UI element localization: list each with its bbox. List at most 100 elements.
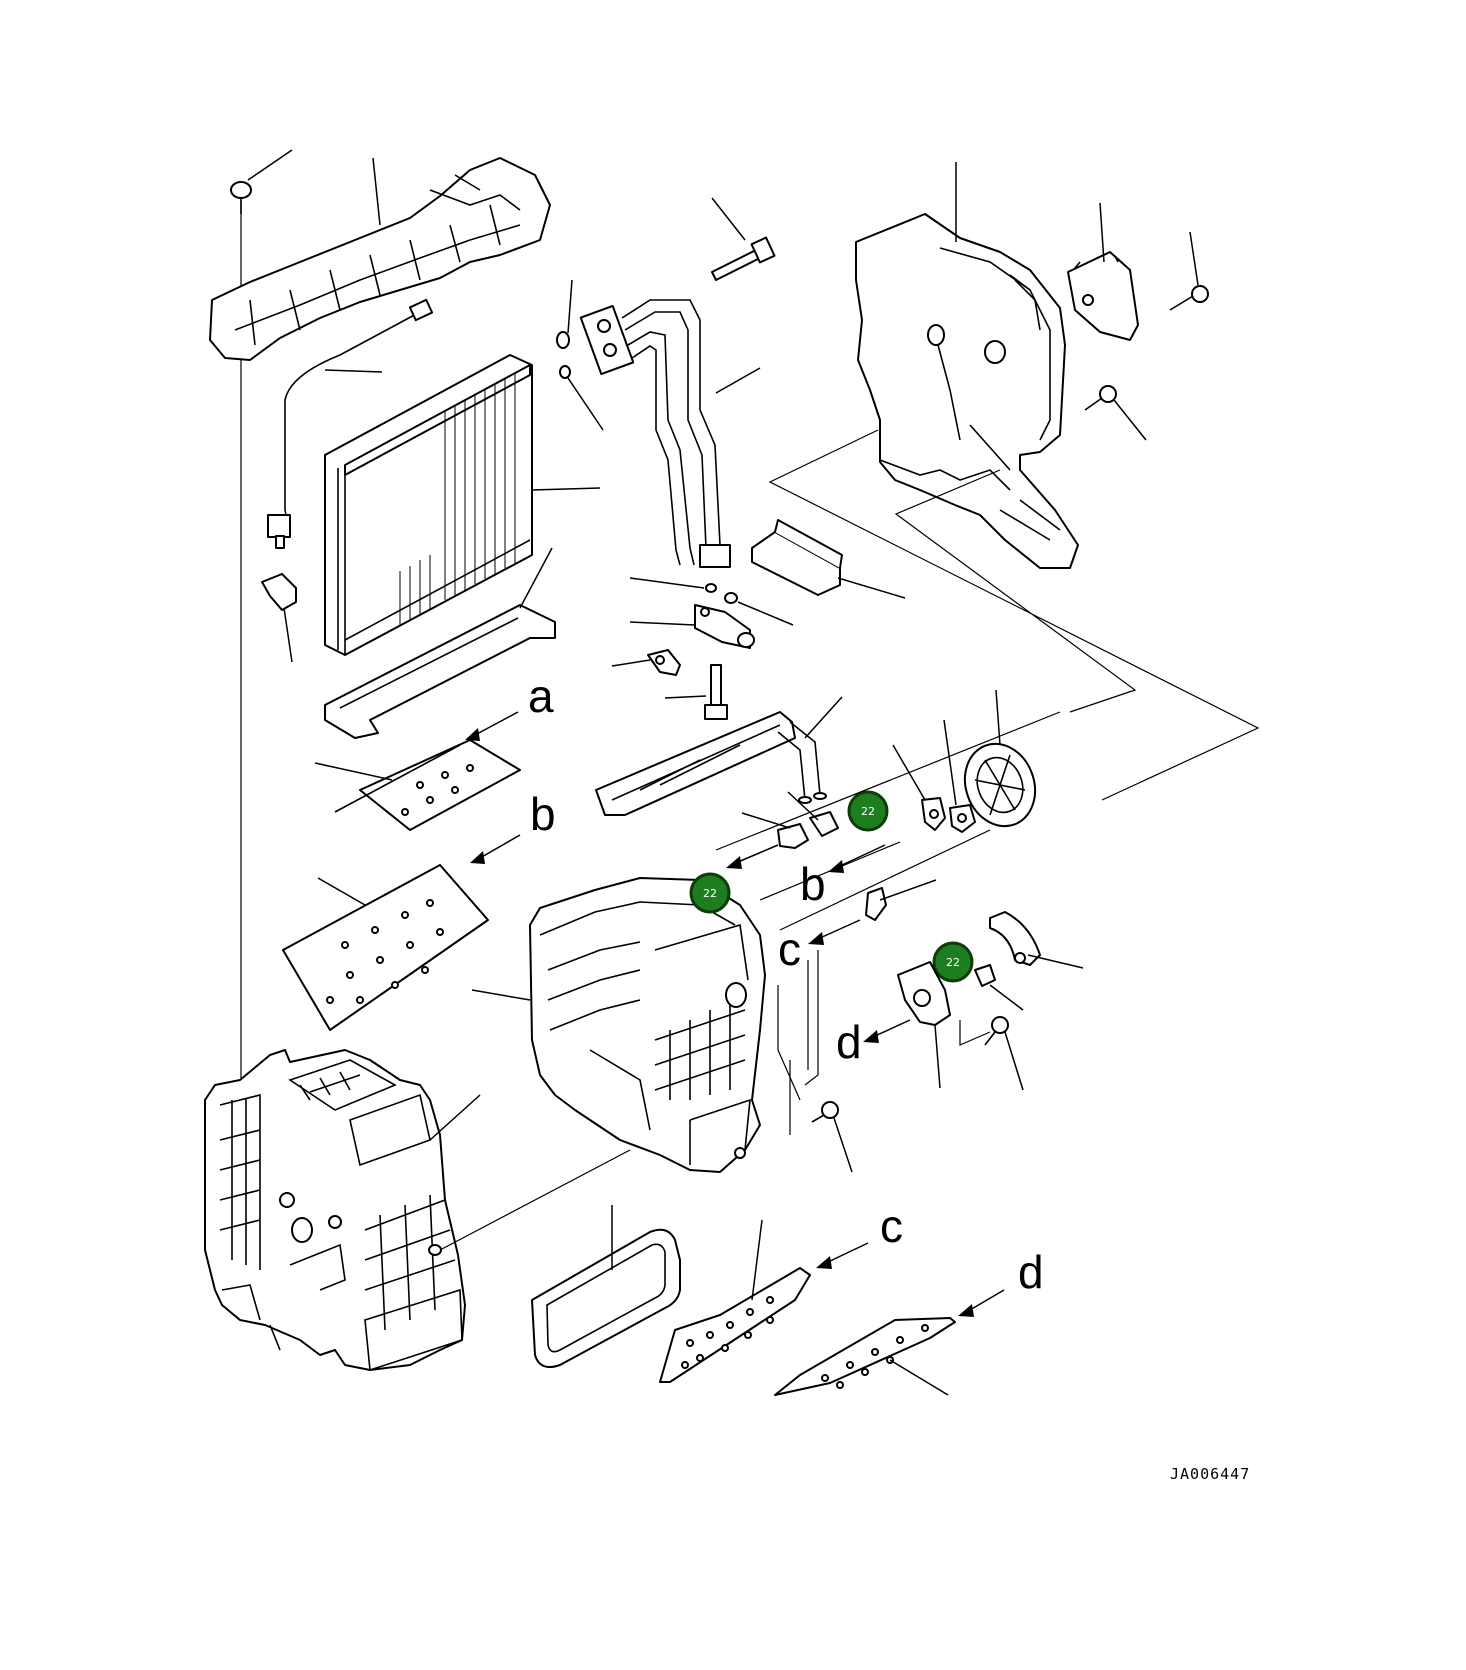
leader-line <box>879 879 937 901</box>
bolt-part <box>704 664 728 720</box>
insulation-foam-block <box>751 519 843 596</box>
screw-icon <box>984 1016 1009 1046</box>
assembly-guide-line <box>777 950 991 1101</box>
mode-damper-sector <box>989 911 1041 966</box>
callout-letter-a: a <box>528 670 554 722</box>
damper-lever <box>949 804 976 833</box>
reference-badge-22: 22 <box>932 941 974 983</box>
drawing-code: JA006447 <box>1170 1465 1250 1483</box>
leader-line <box>751 1219 763 1301</box>
filter-plate-b <box>282 864 489 1031</box>
svg-text:22: 22 <box>946 956 960 969</box>
leader-line <box>711 197 746 241</box>
leader-line <box>429 1094 481 1141</box>
leader-line <box>629 577 705 589</box>
refrigerant-pipe-assembly <box>579 299 731 568</box>
assembly-guide-line <box>439 1149 631 1251</box>
arrow-head <box>470 851 485 864</box>
leader-line <box>889 1359 949 1396</box>
filter-plate-c <box>659 1267 811 1383</box>
leader-line <box>804 696 843 739</box>
leader-line <box>372 157 381 226</box>
callout-letter-d-bottom: d <box>1018 1246 1044 1298</box>
screw-icon <box>1084 385 1117 411</box>
thermistor-sensor-wire <box>267 298 434 549</box>
o-ring-icon <box>724 592 738 604</box>
evaporator-seal <box>324 604 556 739</box>
screw-icon <box>811 1101 839 1123</box>
heater-case-lower <box>529 877 766 1173</box>
clip-part <box>261 573 297 611</box>
leader-line <box>471 989 531 1001</box>
leader-line <box>1099 202 1105 263</box>
callout-letter-b-center: b <box>800 858 826 910</box>
leader-line <box>314 762 393 781</box>
damper-lever <box>865 887 887 921</box>
leader-line <box>1189 231 1199 286</box>
assembly-guide-line <box>768 429 1260 801</box>
callout-letter-c-bottom: c <box>880 1200 903 1252</box>
leader-line <box>611 659 651 667</box>
leader-line <box>567 279 573 334</box>
arrow-line <box>874 1019 911 1037</box>
evaporator-core <box>324 354 533 656</box>
leader-line <box>519 547 553 609</box>
leader-line <box>741 812 791 829</box>
leader-line <box>664 695 707 699</box>
leader-line <box>989 984 1024 1011</box>
bolt-part <box>711 236 776 281</box>
screw-icon <box>1169 285 1209 311</box>
arrow-line <box>474 711 519 736</box>
leader-line <box>567 377 604 431</box>
svg-text:22: 22 <box>861 805 875 818</box>
screw-icon <box>230 181 252 214</box>
reference-badge-22: 22 <box>689 872 731 914</box>
leader-line <box>629 621 696 626</box>
callout-letter-d-center: d <box>836 1016 862 1068</box>
heater-core <box>595 711 827 816</box>
bracket-clip <box>647 649 681 676</box>
leader-line <box>1113 399 1147 441</box>
leader-line <box>837 577 906 599</box>
o-ring-icon <box>559 365 571 379</box>
assembly-guide-line <box>715 711 1061 931</box>
actuator-motor <box>1067 251 1139 341</box>
damper-lever <box>921 797 946 831</box>
arrow-line <box>819 919 861 939</box>
leader-line <box>737 601 794 626</box>
svg-text:22: 22 <box>703 887 717 900</box>
callout-letter-b-left: b <box>530 788 556 840</box>
arrow-head <box>726 856 742 869</box>
evaporator-fins <box>399 374 516 626</box>
arrow-line <box>839 844 886 867</box>
filter-plate-a <box>334 739 521 831</box>
duct-seal-gasket <box>531 1228 681 1368</box>
o-ring-icon <box>705 583 717 593</box>
filter-plate-d <box>774 1317 956 1396</box>
arrow-line <box>969 1289 1005 1311</box>
leader-line <box>715 367 761 394</box>
arrow-line <box>479 834 521 859</box>
leader-line <box>531 487 601 491</box>
leader-line <box>787 791 819 821</box>
arrow-line <box>737 844 779 863</box>
leader-line <box>833 1117 853 1173</box>
leader-line <box>943 719 957 806</box>
arrow-head <box>958 1304 974 1317</box>
linkage-arm <box>777 811 839 849</box>
arrow-head <box>808 932 824 945</box>
upper-duct-bracket <box>209 157 551 361</box>
reference-badge-22: 22 <box>847 790 889 832</box>
leader-line <box>283 607 293 663</box>
arrow-head <box>863 1030 879 1043</box>
leader-line <box>1027 954 1084 969</box>
heater-case-upper <box>855 213 1079 569</box>
leader-line <box>317 877 366 906</box>
damper-wheel <box>963 742 1037 828</box>
leader-line <box>324 369 383 373</box>
arrow-line <box>827 1242 869 1263</box>
o-ring-icon <box>556 331 570 349</box>
blower-unit-housing <box>204 1049 466 1372</box>
callout-letter-c-center: c <box>778 923 801 975</box>
arrow-head <box>465 728 480 741</box>
